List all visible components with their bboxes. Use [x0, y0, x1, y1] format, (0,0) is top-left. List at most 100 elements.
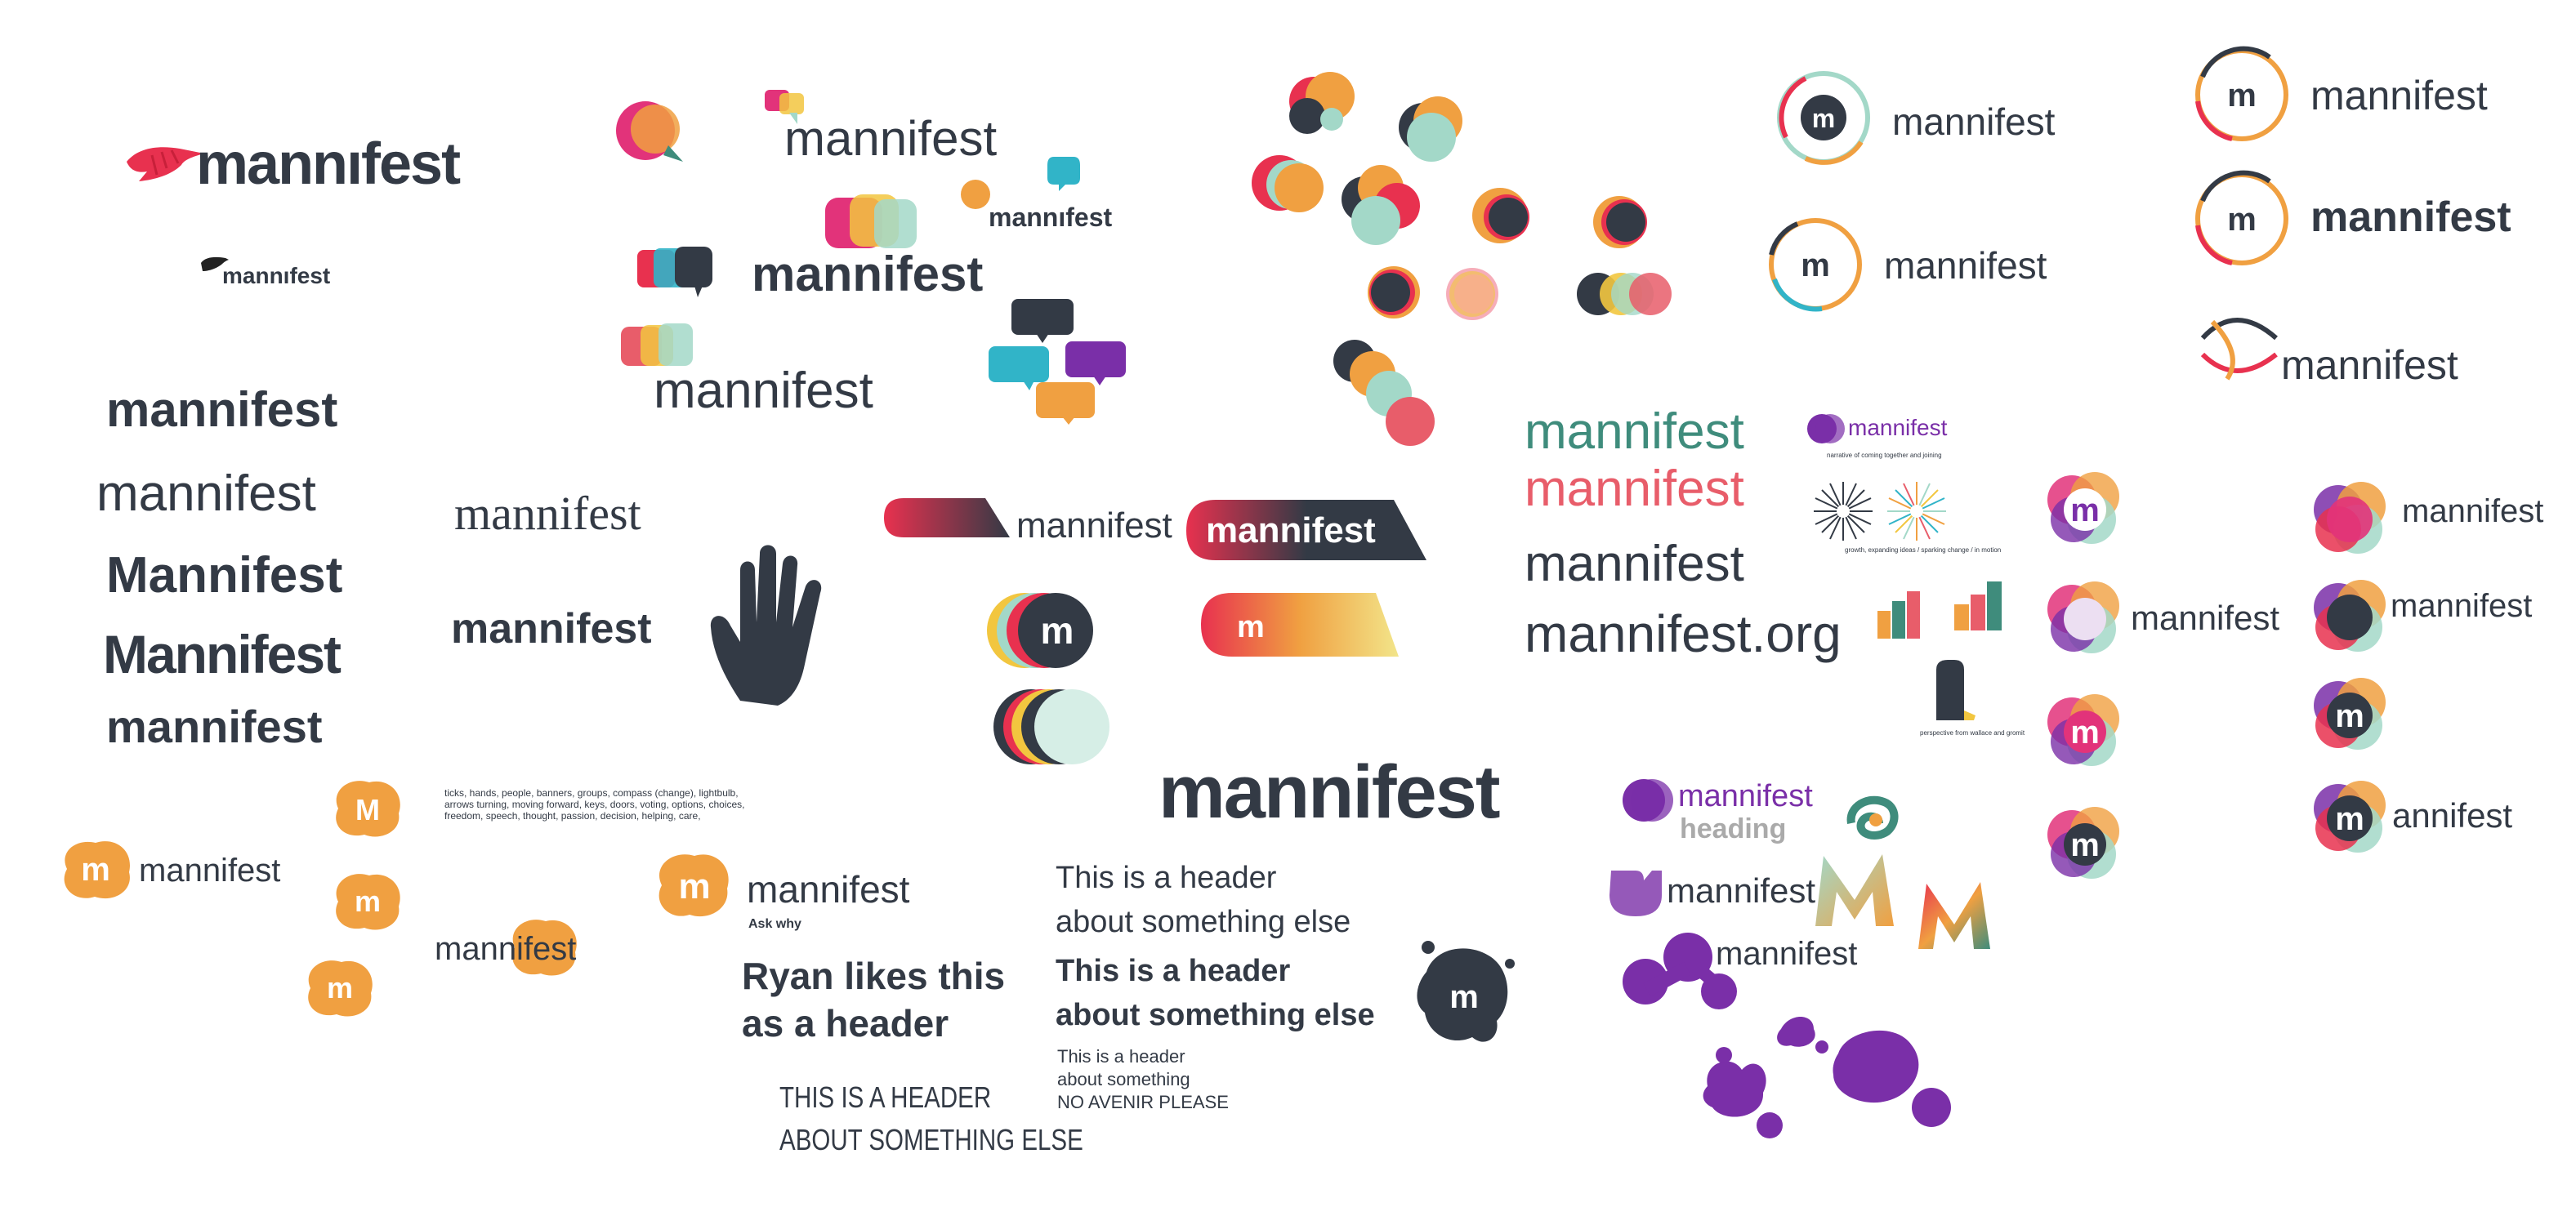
header-line: about something else	[1056, 998, 1375, 1032]
wordmark-flower: mannifest	[2131, 599, 2280, 637]
orbit-icon	[2200, 318, 2278, 381]
header-line: about something	[1057, 1069, 1190, 1089]
molecule-icon	[1623, 933, 1737, 1009]
svg-text:m: m	[355, 884, 381, 918]
circle-join-icon	[1623, 779, 1673, 822]
wordmark-lower-heavy: mannifest	[106, 701, 323, 752]
wordmark-overlap-blob: mannifest	[435, 931, 577, 967]
wordmark-cap-heavy: Mannifest	[103, 624, 342, 684]
ring-logo-icon: m	[1777, 71, 1870, 165]
speech-bubble-icon	[637, 247, 712, 297]
stacked-circles-logo	[993, 689, 1109, 764]
keywords-line: arrows turning, moving forward, keys, do…	[444, 799, 745, 810]
wordmark-purple-small: mannifest	[1848, 415, 1948, 440]
flower-logo-icon: m	[2314, 678, 2386, 750]
header-line: NO AVENIR PLEASE	[1057, 1092, 1229, 1112]
wordmark-ring-alt: mannifest	[1884, 244, 2047, 287]
wordmark-regular-lower: mannifest	[96, 466, 316, 522]
svg-text:m: m	[2070, 492, 2100, 528]
header-line: This is a header	[1057, 1046, 1185, 1067]
pill-banner	[884, 498, 1010, 537]
svg-text:m: m	[678, 866, 710, 906]
circle-cluster-icon	[1252, 72, 1672, 446]
svg-text:m: m	[1449, 979, 1479, 1015]
blob-icon: m	[64, 841, 130, 899]
bar-chart-icon	[1954, 581, 2002, 630]
wordmark-orbit: mannifest	[2281, 342, 2458, 388]
gradient-m-icon	[1815, 854, 1894, 926]
bar-chart-icon	[1877, 591, 1920, 639]
wordmark-org: mannifest.org	[1525, 604, 1842, 663]
wordmark-bold-lower: mannifest	[106, 382, 338, 437]
ryan-line: as a header	[742, 1002, 949, 1045]
svg-text:m: m	[2227, 202, 2257, 238]
wordmark-small: mannıfest	[222, 263, 331, 288]
flower-logo-icon: m	[2047, 807, 2119, 879]
keywords-line: ticks, hands, people, banners, groups, c…	[444, 787, 739, 799]
wordmark-heart: mannifest	[1667, 871, 1816, 910]
svg-text:m: m	[1812, 104, 1835, 133]
wordmark-hero: mannifest	[1159, 751, 1501, 834]
flower-logo-icon: m	[2047, 472, 2119, 544]
pill-banner: m	[1201, 593, 1399, 657]
speech-bubble-icon	[765, 90, 804, 124]
speech-bubble-icon	[961, 180, 990, 209]
svg-text:M: M	[355, 793, 380, 826]
blob-icon: m	[659, 854, 729, 917]
speech-bubble-icon	[616, 101, 683, 162]
blob-icon: m	[1417, 941, 1515, 1042]
svg-text:m: m	[2070, 827, 2100, 863]
header-line: This is a header	[1056, 954, 1291, 988]
feather-icon	[201, 256, 229, 271]
wordmark-bubble-small: mannıfest	[989, 203, 1113, 232]
burst-icon	[1814, 482, 1873, 541]
svg-text:m: m	[327, 971, 353, 1004]
caption: narrative of coming together and joining	[1827, 452, 1942, 459]
hand-icon	[710, 545, 822, 706]
flower-logo-icon	[2314, 580, 2386, 652]
wordmark-purple: mannifest	[1678, 779, 1813, 813]
header-line: This is a header	[1056, 861, 1277, 895]
wordmark-pill-inverse: mannifest	[1206, 510, 1376, 550]
wordmark-bubble-bold: mannifest	[752, 247, 984, 301]
stacked-circles-logo: m	[987, 593, 1093, 668]
ryan-header-sample: Ryan likes this as a header	[742, 952, 1005, 1047]
blob-icon: m	[308, 960, 373, 1017]
heart-icon	[1609, 871, 1662, 916]
svg-text:m: m	[1237, 610, 1265, 644]
flower-logo-icon	[2047, 581, 2119, 653]
wordmark-ring: mannifest	[1892, 100, 2056, 143]
gradient-m-icon	[1918, 882, 1990, 949]
svg-text:m: m	[2070, 715, 2100, 751]
burst-icon	[1887, 482, 1946, 541]
svg-text:m: m	[1801, 247, 1830, 283]
wordmark-ring-2: mannifest	[2310, 73, 2488, 118]
svg-text:m: m	[1041, 609, 1074, 652]
svg-text:m: m	[81, 852, 110, 888]
wordmark-flower-2: mannifest	[2402, 493, 2544, 529]
wordmark-cap: Mannifest	[106, 547, 343, 604]
wordmark-blob: mannifest	[139, 853, 281, 889]
ring-logo-icon: m	[2195, 46, 2288, 141]
wordmark-flower-3: mannifest	[2391, 588, 2533, 624]
blob-icon: M	[336, 781, 400, 837]
wordmark-ink: mannifest	[1525, 536, 1744, 592]
wordmark-annifest: annifest	[2392, 796, 2513, 835]
blob-icon	[1703, 1017, 1951, 1138]
wordmark-pill: mannifest	[1016, 506, 1172, 546]
caps-line: ABOUT SOMETHING ELSE	[779, 1123, 1083, 1156]
wordmark-molecule: mannifest	[1716, 936, 1858, 972]
speech-bubble-icon	[825, 194, 917, 248]
swirl-icon	[1846, 795, 1899, 840]
header-sample-small: This is a header about something NO AVEN…	[1057, 1045, 1229, 1114]
wordmark-bubble-alt: mannifest	[654, 363, 873, 419]
heading-label: heading	[1680, 813, 1787, 844]
caps-header-sample: THIS IS A HEADER ABOUT SOMETHING ELSE	[779, 1076, 1083, 1161]
wordmark-bubble: mannifest	[784, 111, 998, 166]
flower-logo-icon: m	[2047, 694, 2119, 766]
svg-text:m: m	[2227, 78, 2257, 114]
header-sample-bold: This is a header about something else	[1056, 949, 1375, 1037]
wordmark-large: mannıfest	[196, 131, 461, 197]
wordmark-hand: mannifest	[451, 605, 652, 653]
svg-text:m: m	[2335, 801, 2364, 837]
